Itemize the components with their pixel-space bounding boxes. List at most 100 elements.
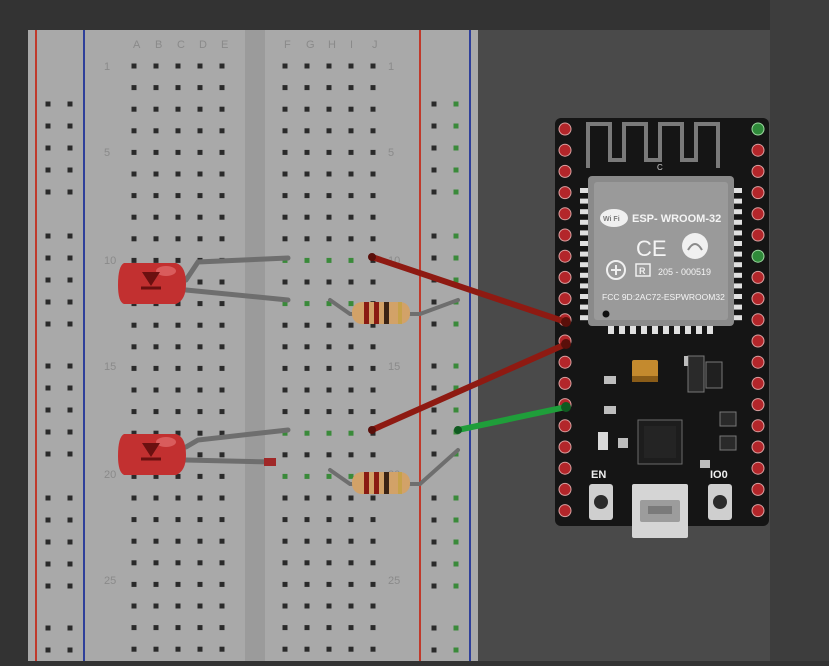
header-pin-left xyxy=(558,440,572,454)
led-2[interactable] xyxy=(118,434,186,475)
breadboard-hole xyxy=(219,409,225,415)
header-pin-right xyxy=(751,143,765,157)
breadboard-hole xyxy=(175,128,181,134)
rail-hole xyxy=(67,583,73,589)
rail-hole xyxy=(431,583,437,589)
breadboard-hole xyxy=(304,495,310,501)
breadboard-hole xyxy=(131,409,137,415)
header-pin-right xyxy=(751,482,765,496)
column-label-e: E xyxy=(221,39,228,51)
rail-hole xyxy=(45,145,51,151)
rail-hole xyxy=(67,539,73,545)
breadboard-hole xyxy=(153,85,159,91)
header-pin-left xyxy=(558,482,572,496)
rail-hole xyxy=(431,451,437,457)
breadboard-hole xyxy=(304,149,310,155)
breadboard-hole xyxy=(370,603,376,609)
column-label-a: A xyxy=(133,39,141,51)
breadboard-hole xyxy=(326,193,332,199)
io0-button-cap xyxy=(713,495,727,509)
breadboard-hole xyxy=(175,430,181,436)
breadboard-hole xyxy=(153,495,159,501)
breadboard-hole xyxy=(370,625,376,631)
column-label-g: G xyxy=(306,39,315,51)
breadboard-hole xyxy=(370,646,376,652)
breadboard-hole xyxy=(370,193,376,199)
rail-hole xyxy=(453,189,459,195)
castellation-left xyxy=(580,241,588,246)
breadboard-hole xyxy=(282,581,288,587)
breadboard-hole xyxy=(282,85,288,91)
rail-hole xyxy=(431,299,437,305)
green-wire[interactable] xyxy=(455,404,569,433)
breadboard-hole xyxy=(175,581,181,587)
castellation-left xyxy=(580,230,588,236)
breadboard-hole xyxy=(304,106,310,112)
cert-number: 205 - 000519 xyxy=(658,267,711,277)
breadboard-hole xyxy=(153,322,159,328)
breadboard-hole xyxy=(326,322,332,328)
row-label-5-right: 5 xyxy=(388,147,394,159)
rail-hole xyxy=(67,625,73,631)
header-pin-right xyxy=(751,461,765,475)
castellation-left xyxy=(580,262,588,268)
row-label-25-left: 25 xyxy=(104,575,116,587)
esp32-board[interactable]: C Wi Fi ESP- WROOM-32 CE R 205 - 000519 … xyxy=(555,118,769,538)
led2-lead-cathode xyxy=(183,457,275,465)
led-1[interactable] xyxy=(118,263,186,304)
rail-hole xyxy=(453,233,459,239)
breadboard-hole xyxy=(304,322,310,328)
red-wire-1[interactable] xyxy=(369,254,569,325)
breadboard-hole xyxy=(282,560,288,566)
io0-button[interactable] xyxy=(708,484,732,520)
breadboard-hole xyxy=(153,171,159,177)
breadboard-hole xyxy=(175,603,181,609)
breadboard-hole xyxy=(219,193,225,199)
regulatory-logo xyxy=(682,233,708,259)
header-pin-right xyxy=(751,504,765,518)
breadboard-hole xyxy=(304,63,310,69)
header-pin-right xyxy=(751,228,765,242)
resistor1-band-2 xyxy=(374,302,379,324)
rail-hole xyxy=(431,255,437,261)
breadboard-hole xyxy=(131,106,137,112)
resistor1-band-1 xyxy=(364,302,369,324)
breadboard-hole xyxy=(304,214,310,220)
breadboard-hole xyxy=(326,301,332,307)
rail-hole xyxy=(453,385,459,391)
en-button[interactable] xyxy=(589,484,613,520)
resistor-2[interactable] xyxy=(328,448,460,494)
breadboard-hole xyxy=(370,214,376,220)
rail-hole xyxy=(431,625,437,631)
breadboard-hole xyxy=(153,560,159,566)
rail-hole xyxy=(45,189,51,195)
usb-port-tongue xyxy=(648,506,672,514)
breadboard-hole xyxy=(348,279,354,285)
red-wire-2[interactable] xyxy=(369,341,569,433)
row-label-25-right: 25 xyxy=(388,575,400,587)
breadboard-hole xyxy=(348,409,354,415)
breadboard-hole xyxy=(348,63,354,69)
resistor1-band-4 xyxy=(398,302,402,324)
header-pin-left xyxy=(558,186,572,200)
breadboard-hole xyxy=(131,387,137,393)
rail-hole xyxy=(453,101,459,107)
led2-lead-end xyxy=(264,458,276,466)
telec-icon-circle xyxy=(606,260,626,280)
resistor-1[interactable] xyxy=(328,298,460,324)
breadboard-hole xyxy=(282,538,288,544)
header-pin-left xyxy=(558,376,572,390)
breadboard-hole xyxy=(370,560,376,566)
breadboard-hole xyxy=(219,538,225,544)
wifi-logo: Wi Fi xyxy=(600,209,628,227)
breadboard-hole xyxy=(348,193,354,199)
breadboard-hole xyxy=(304,625,310,631)
micro-usb-port[interactable] xyxy=(632,484,688,538)
breadboard-hole xyxy=(197,193,203,199)
breadboard-hole xyxy=(219,171,225,177)
rail-hole xyxy=(453,277,459,283)
breadboard-hole xyxy=(304,279,310,285)
breadboard-hole xyxy=(282,344,288,350)
breadboard-hole xyxy=(370,517,376,523)
breadboard-hole xyxy=(219,365,225,371)
